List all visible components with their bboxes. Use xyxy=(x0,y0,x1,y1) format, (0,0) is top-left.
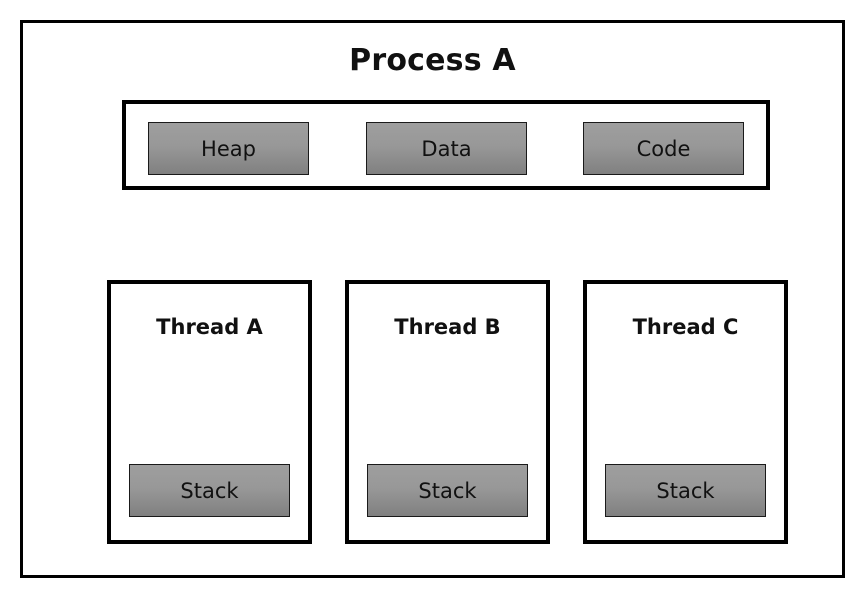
thread-c-stack: Stack xyxy=(605,464,766,517)
thread-c-label: Thread C xyxy=(632,315,739,339)
memory-segment-code: Code xyxy=(583,122,744,175)
thread-box-c: Thread C Stack xyxy=(583,280,788,544)
thread-a-stack-label: Stack xyxy=(180,478,239,503)
thread-c-stack-label: Stack xyxy=(656,478,715,503)
thread-b-label: Thread B xyxy=(394,315,501,339)
thread-a-stack: Stack xyxy=(129,464,290,517)
memory-segments-container: Heap Data Code xyxy=(122,100,770,190)
thread-b-stack-label: Stack xyxy=(418,478,477,503)
memory-segment-data: Data xyxy=(366,122,527,175)
thread-box-a: Thread A Stack xyxy=(107,280,312,544)
page-title: Process A xyxy=(349,43,516,78)
memory-segment-code-label: Code xyxy=(636,136,691,161)
memory-segment-data-label: Data xyxy=(421,136,472,161)
memory-segment-heap-label: Heap xyxy=(201,136,256,161)
thread-b-stack: Stack xyxy=(367,464,528,517)
process-container: Process A Heap Data Code Thread A Stack … xyxy=(20,20,845,578)
memory-segment-heap: Heap xyxy=(148,122,309,175)
thread-a-label: Thread A xyxy=(156,315,263,339)
thread-box-b: Thread B Stack xyxy=(345,280,550,544)
